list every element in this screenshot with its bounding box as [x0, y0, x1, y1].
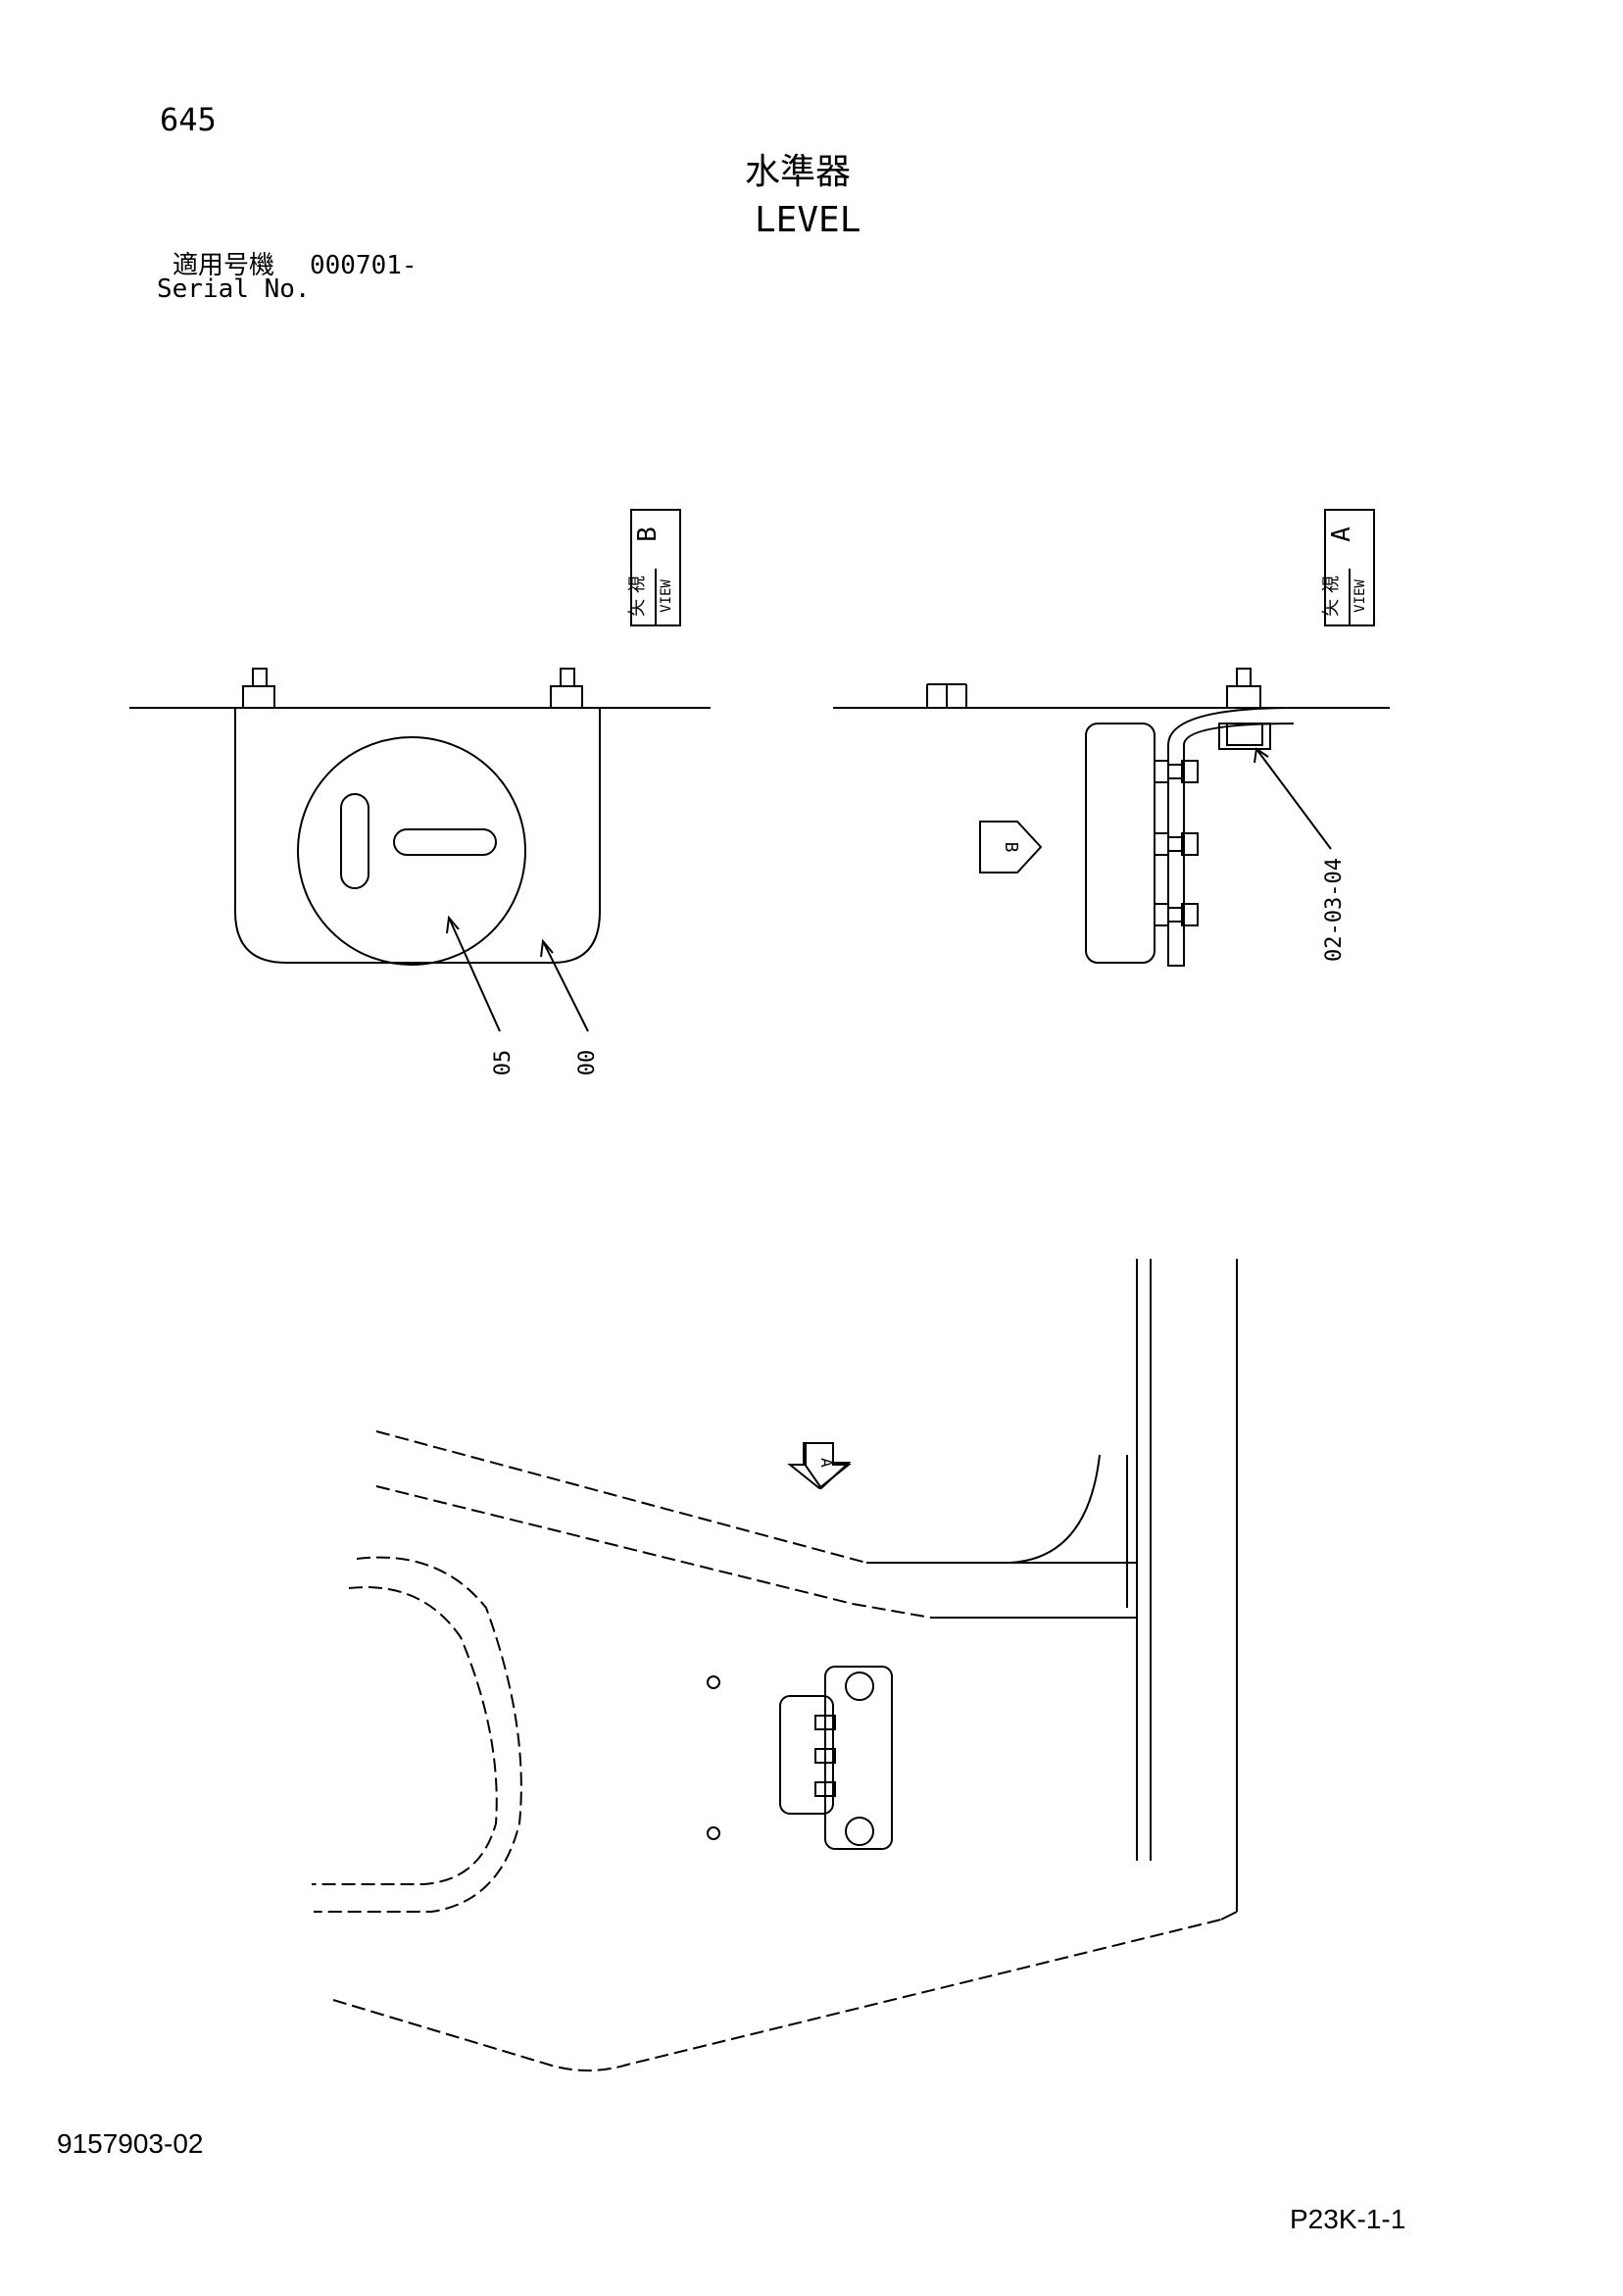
serial-label-english: Serial No.	[157, 275, 311, 304]
document-number: 9157903-02	[57, 2128, 204, 2159]
assembly-dashed-outlines	[312, 1430, 1222, 2071]
assembly-drawing	[787, 1259, 1238, 1921]
page-code: P23K-1-1	[1290, 2204, 1406, 2234]
serial-value: 000701-	[310, 251, 418, 280]
view-b-drawing	[129, 668, 711, 1032]
callout-02-03-04: 02-03-04	[1322, 858, 1347, 962]
assembly-level-mount	[707, 1666, 893, 1850]
view-a-label-box	[1324, 509, 1375, 626]
view-b-letter: B	[633, 526, 663, 542]
serial-label-japanese: 適用号機	[172, 251, 275, 280]
title-japanese: 水準器	[745, 152, 852, 192]
arrow-b-letter: B	[1001, 842, 1021, 853]
view-a-label-en: VIEW	[1352, 579, 1368, 613]
view-a-letter: A	[1327, 526, 1356, 542]
view-b-label-box	[630, 509, 681, 626]
arrow-a-letter: A	[817, 1458, 836, 1468]
view-b-label-en: VIEW	[659, 579, 674, 613]
view-b-label-ja: 矢 視	[627, 575, 648, 617]
title-english: LEVEL	[755, 200, 861, 240]
page-number: 645	[160, 101, 217, 138]
callout-05: 05	[491, 1050, 516, 1076]
view-a-label-ja: 矢 視	[1321, 575, 1342, 617]
view-a-drawing	[833, 668, 1390, 967]
callout-00: 00	[575, 1050, 600, 1076]
